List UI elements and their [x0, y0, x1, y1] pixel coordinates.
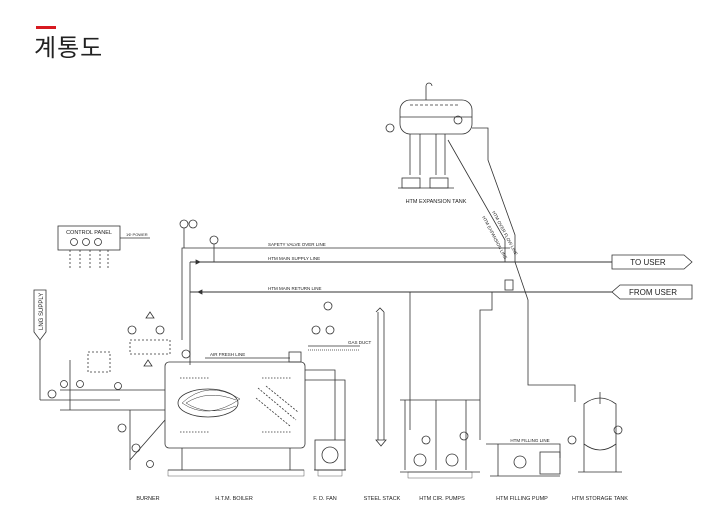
overflow-to-storage: [514, 261, 576, 402]
return-arrow-icon: [197, 289, 203, 295]
title-accent-bar: [36, 26, 56, 29]
steel-stack: [375, 307, 387, 447]
overflow-line: [472, 127, 516, 262]
power-label: 1Φ POWER: [126, 232, 148, 237]
lng-supply-arrow: [33, 289, 120, 401]
supply-arrow-icon: [195, 259, 201, 265]
page-title: 계통도: [34, 34, 104, 62]
control-panel-label: CONTROL PANEL: [66, 230, 112, 236]
safety-valve-line-label: SAFETY VALVE OVER LINE: [268, 242, 326, 247]
air-fresh-line-label: AIR FRESH LINE: [210, 352, 245, 357]
expansion-line: [447, 139, 506, 262]
cir-pumps-label: HTM CIR. PUMPS: [419, 496, 465, 502]
expansion-tank-label: HTM EXPANSION TANK: [406, 199, 467, 205]
to-user-label: TO USER: [630, 258, 666, 267]
to-user-arrow: [611, 254, 693, 270]
htm-filling-pump: [486, 443, 561, 477]
safety-valve-line: [181, 247, 510, 340]
htm-storage-tank: [567, 392, 623, 473]
from-user-arrow: [611, 284, 693, 300]
htm-boiler: [164, 349, 306, 477]
lng-supply-label: LNG SUPPLY: [39, 293, 45, 330]
steel-stack-label: STEEL STACK: [364, 496, 401, 502]
air-separator: [504, 279, 514, 291]
filling-pump-label: HTM FILLING PUMP: [496, 496, 548, 502]
gas-duct-label: GAS DUCT: [348, 340, 372, 345]
burner-label: BURNER: [136, 496, 159, 502]
fd-fan-label: F. D. FAN: [313, 496, 337, 502]
main-return-line-label: HTM MAIN RETURN LINE: [268, 286, 322, 291]
fd-fan: [314, 439, 346, 477]
htm-cir-pumps: [400, 399, 480, 479]
storage-tank-label: HTM STORAGE TANK: [572, 496, 628, 502]
boiler-label: H.T.M. BOILER: [215, 496, 253, 502]
gas-duct: [305, 345, 360, 440]
from-user-label: FROM USER: [629, 288, 677, 297]
filling-line-label: HTM FILLING LINE: [510, 438, 549, 443]
control-panel: [57, 225, 150, 268]
main-supply-line-label: HTM MAIN SUPPLY LINE: [268, 256, 320, 261]
boiler-gauges: [179, 219, 335, 335]
burner-piping: [47, 311, 171, 470]
expansion-tank: [385, 82, 473, 189]
